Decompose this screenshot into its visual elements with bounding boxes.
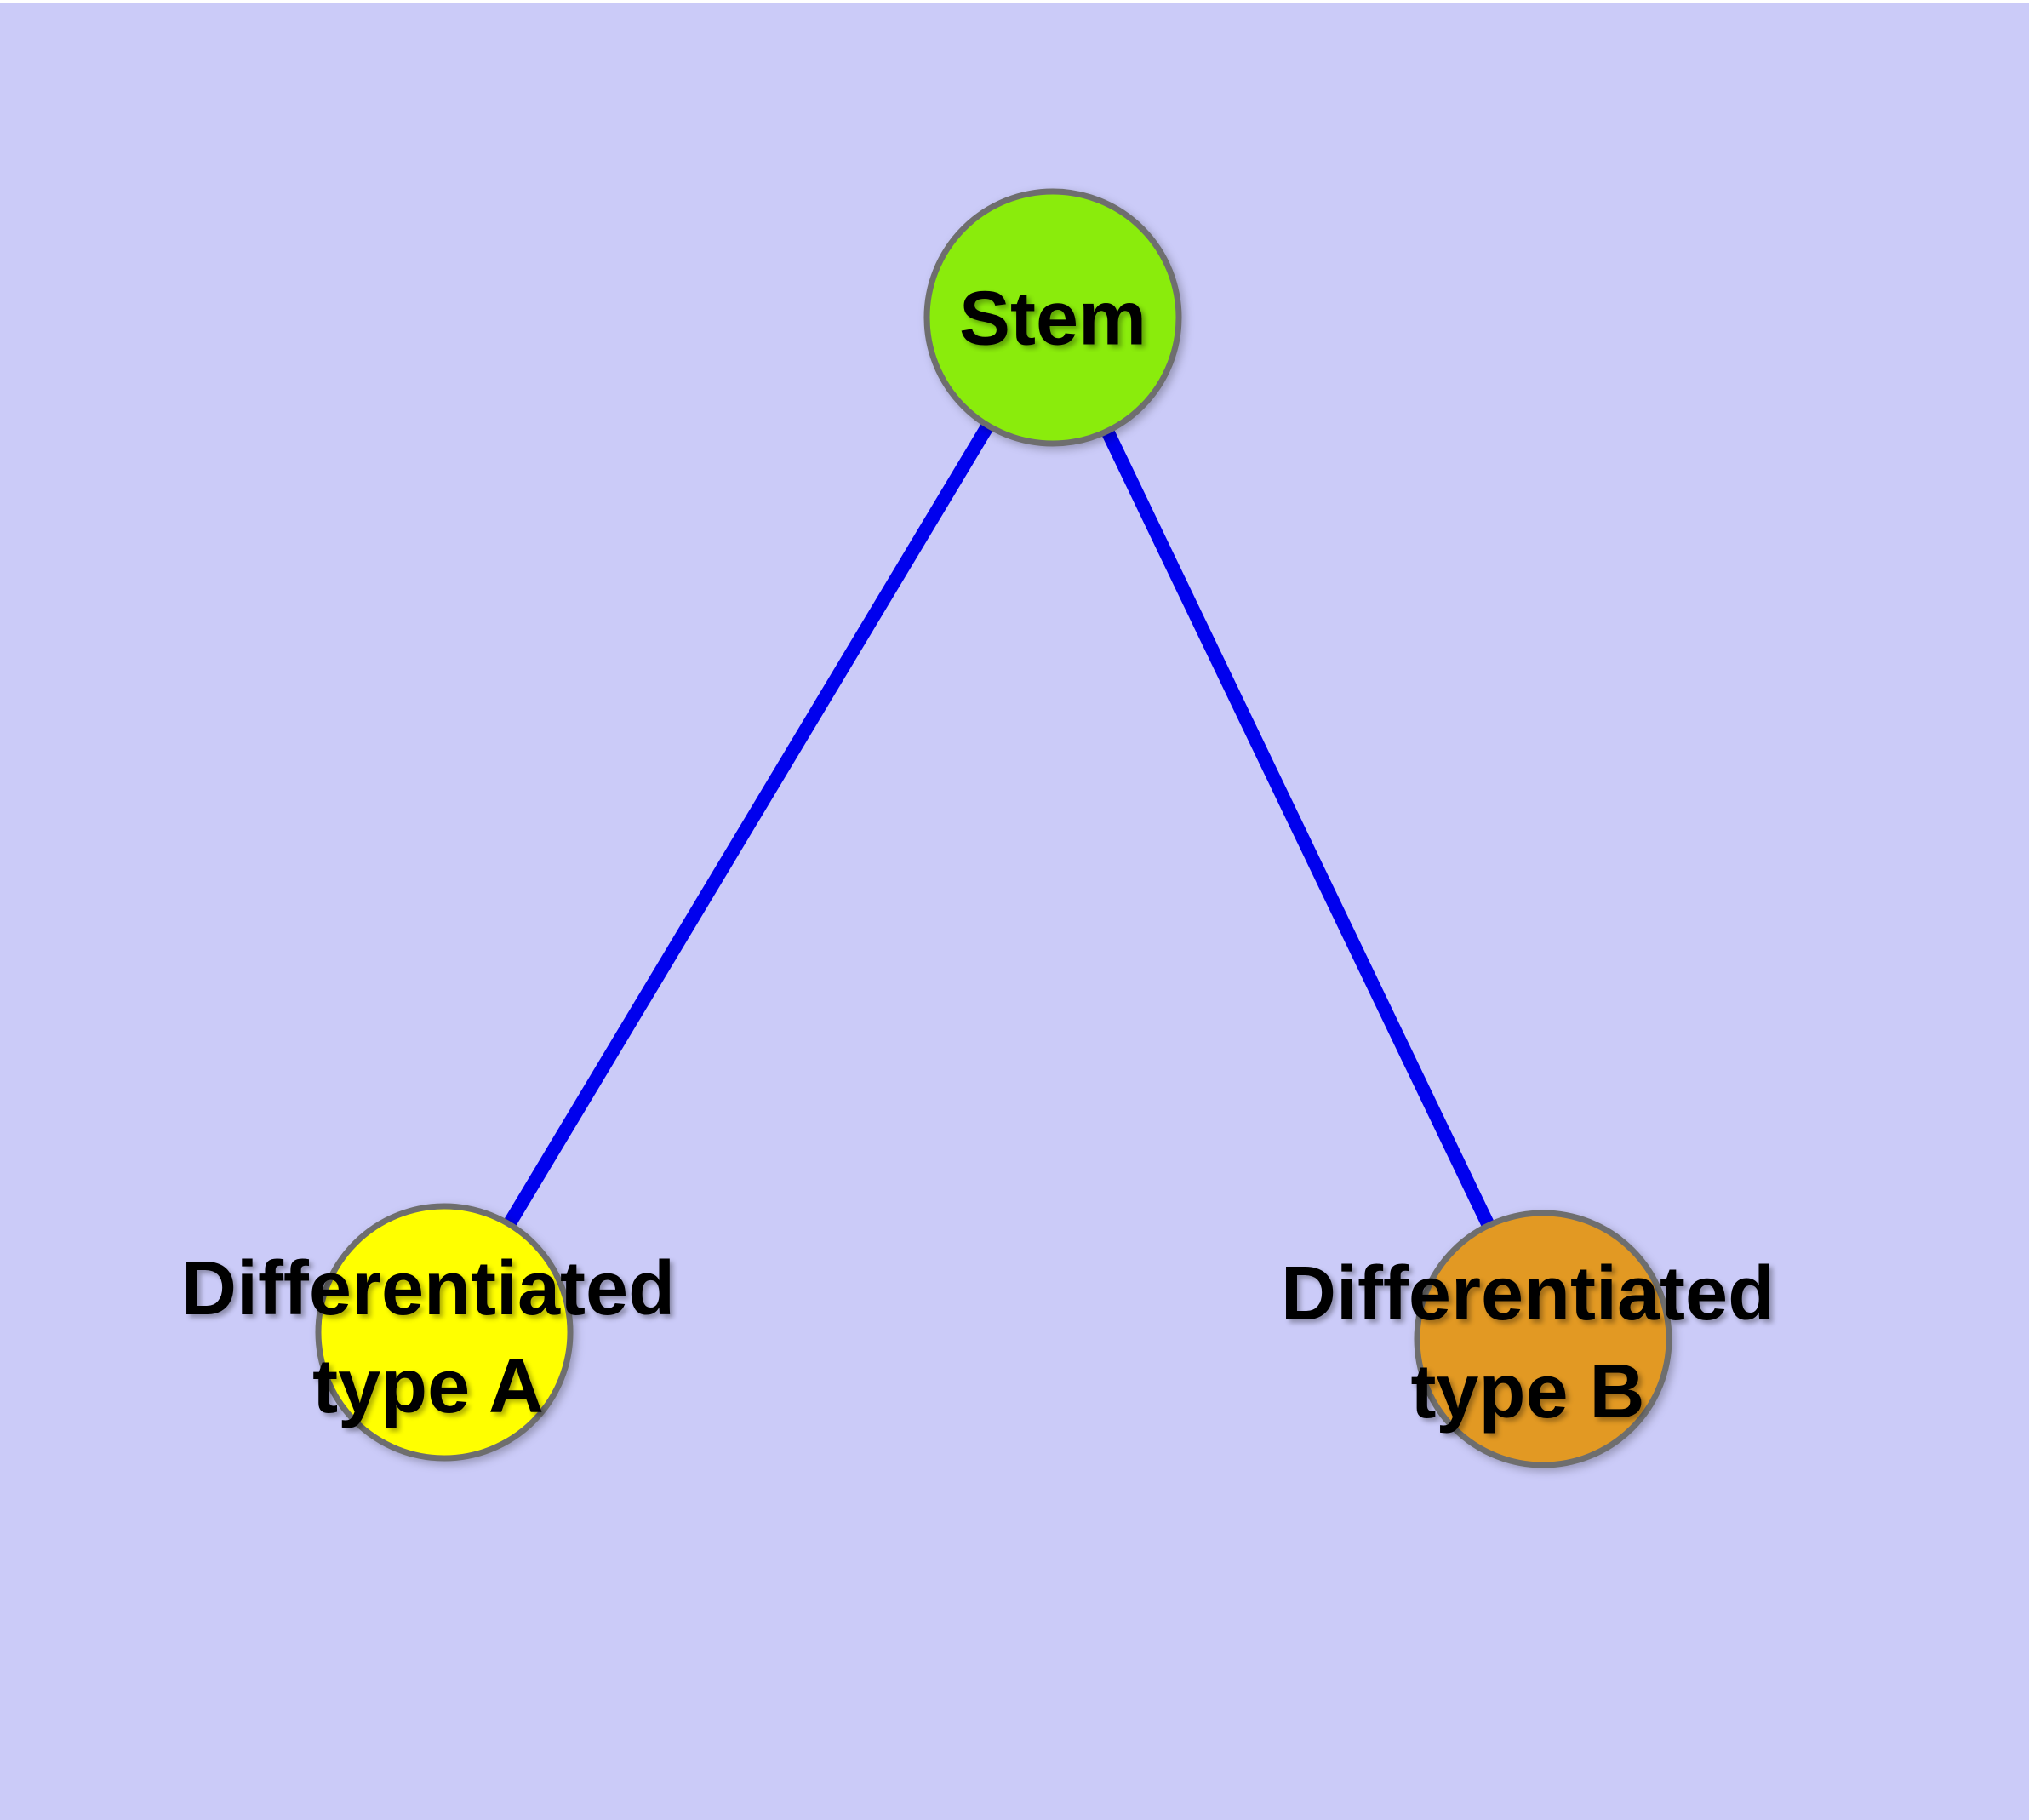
type-a-node[interactable] bbox=[315, 1203, 574, 1462]
type-b-node[interactable] bbox=[1414, 1210, 1672, 1468]
edge-stem-to-type-b[interactable] bbox=[1046, 314, 1550, 1342]
edge-stem-to-type-a[interactable] bbox=[438, 313, 1059, 1336]
stem-node[interactable] bbox=[923, 188, 1182, 447]
